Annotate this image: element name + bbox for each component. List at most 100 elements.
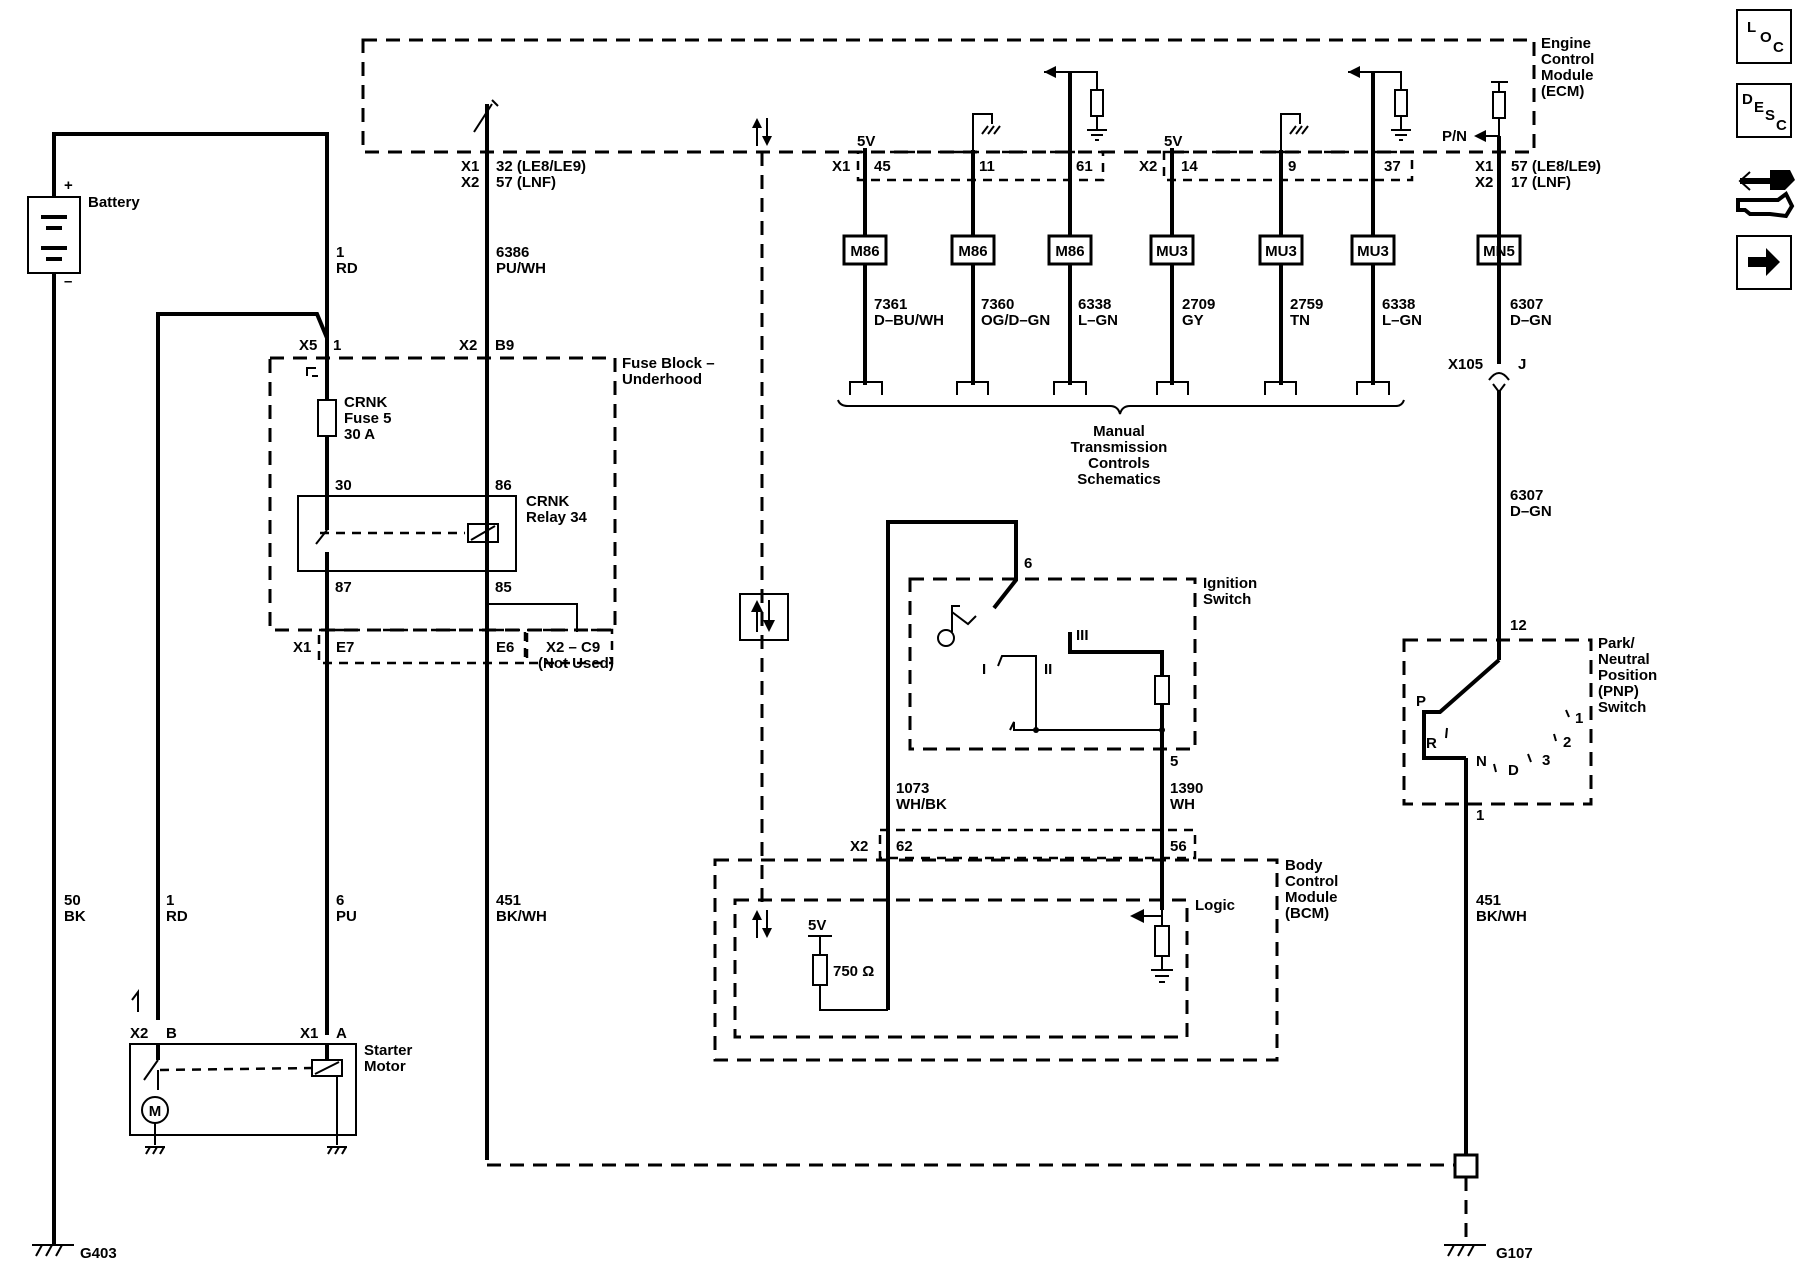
connector-mu3-c: MU3 xyxy=(1357,243,1389,260)
connector-mu3-b: MU3 xyxy=(1265,243,1297,260)
fb-x2-c9: X2 – C9 xyxy=(546,639,600,656)
ignition-pos-3: III xyxy=(1076,627,1089,644)
ecm-x2-label-c: X2 xyxy=(1475,174,1493,191)
ignition-pos-2: II xyxy=(1044,661,1052,678)
ignition-label-1: Ignition xyxy=(1203,575,1257,592)
battery-plus: + xyxy=(64,177,73,194)
bcm-label-3: Module xyxy=(1285,889,1338,906)
loc-letter-o: O xyxy=(1760,29,1772,46)
wire-6307b-color: D–GN xyxy=(1510,503,1552,520)
ecm-x1-label-a: X1 xyxy=(461,158,479,175)
starter-x1-label: X1 xyxy=(300,1025,318,1042)
wire-7361-number: 7361 xyxy=(874,296,907,313)
wire-6386-color: PU/WH xyxy=(496,260,546,277)
pnp-gear-2: 2 xyxy=(1563,734,1571,751)
wire-1390-number: 1390 xyxy=(1170,780,1203,797)
wire-1rd-top-number: 1 xyxy=(336,244,344,261)
starter-pin-a: A xyxy=(336,1025,347,1042)
wire-1073-number: 1073 xyxy=(896,780,929,797)
ecm-x1-label-b: X1 xyxy=(832,158,850,175)
bcm-5v: 5V xyxy=(808,917,826,934)
relay-pin-87: 87 xyxy=(335,579,352,596)
fuse-block-underhood: Fuse Block – Underhood X5 1 X2 B9 CRNK F… xyxy=(156,104,1455,1167)
data-direction-icon xyxy=(752,118,772,146)
fuse-label-2: Fuse 5 xyxy=(344,410,392,427)
ecm-pin-45: 45 xyxy=(874,158,891,175)
loc-letter-l: L xyxy=(1747,19,1756,36)
pnp-pos-n: N xyxy=(1476,753,1487,770)
connector-tool-icon[interactable] xyxy=(1736,170,1795,219)
bcm-pin-56: 56 xyxy=(1170,838,1187,855)
ecm-pn-label: P/N xyxy=(1442,128,1467,145)
bcm-label-1: Body xyxy=(1285,857,1323,874)
ecm-pin-11: 11 xyxy=(979,158,995,175)
pnp-gear-1: 1 xyxy=(1575,710,1583,727)
bcm-label-4: (BCM) xyxy=(1285,905,1329,922)
wire-6pu-color: PU xyxy=(336,908,357,925)
fb-x2-label: X2 xyxy=(459,337,477,354)
bcm-resistor-label: 750 Ω xyxy=(833,963,874,980)
battery-circuit: + – Battery 50 BK G403 1 RD xyxy=(27,132,358,1262)
pnp-label-3: Position xyxy=(1598,667,1657,684)
fb-x5-label: X5 xyxy=(299,337,317,354)
starter-x2-label: X2 xyxy=(130,1025,148,1042)
next-arrow-icon[interactable] xyxy=(1736,235,1792,290)
ecm-output-wires: Manual Transmission Controls Schematics xyxy=(837,72,1405,488)
fuse-label-1: CRNK xyxy=(344,394,387,411)
wire-1rd-mid-color: RD xyxy=(166,908,188,925)
starter-motor: Starter Motor X2 B X1 A M xyxy=(129,989,413,1155)
pnp-label-1: Park/ xyxy=(1598,635,1636,652)
ecm-x2-label-a: X2 xyxy=(461,174,479,191)
ecm-x1-label-c: X1 xyxy=(1475,158,1493,175)
ecm-pin-57: 57 (LE8/LE9) xyxy=(1511,158,1601,175)
pnp-pin-12: 12 xyxy=(1510,617,1527,634)
ecm-5v-b: 5V xyxy=(1164,133,1182,150)
wire-451a-number: 451 xyxy=(496,892,521,909)
ignition-pin-5: 5 xyxy=(1170,753,1178,770)
ecm-wire-labels: 7361 D–BU/WH 7360 OG/D–GN 6338 L–GN 2709… xyxy=(874,296,1422,329)
manual-trans-label-2: Transmission xyxy=(1071,439,1168,456)
wire-7361-color: D–BU/WH xyxy=(874,312,944,329)
fuse-block-label-1: Fuse Block – xyxy=(622,355,715,372)
ecm-pin-14: 14 xyxy=(1181,158,1198,175)
wire-2759-number: 2759 xyxy=(1290,296,1323,313)
x105-pin-j: J xyxy=(1518,356,1526,373)
pnp-pin-1: 1 xyxy=(1476,807,1484,824)
ecm-5v-a: 5V xyxy=(857,133,875,150)
serial-data-line xyxy=(739,152,789,908)
wire-6307b-number: 6307 xyxy=(1510,487,1543,504)
starter-pin-b: B xyxy=(166,1025,177,1042)
pnp-pos-d: D xyxy=(1508,762,1519,779)
connector-m86-b: M86 xyxy=(958,243,987,260)
nav-desc-button[interactable]: D E S C xyxy=(1736,83,1792,138)
ecm-pin-57-lnf: 57 (LNF) xyxy=(496,174,556,191)
manual-trans-label-1: Manual xyxy=(1093,423,1145,440)
manual-trans-label-3: Controls xyxy=(1088,455,1150,472)
relay-pin-85: 85 xyxy=(495,579,512,596)
relay-pin-30: 30 xyxy=(335,477,352,494)
pnp-gear-3: 3 xyxy=(1542,752,1550,769)
ground-g107-label: G107 xyxy=(1496,1245,1533,1262)
manual-trans-label-4: Schematics xyxy=(1077,471,1160,488)
wire-2709-color: GY xyxy=(1182,312,1204,329)
fb-x1-label: X1 xyxy=(293,639,311,656)
wire-6338b-color: L–GN xyxy=(1382,312,1422,329)
wire-451b-number: 451 xyxy=(1476,892,1501,909)
wire-6338b-number: 6338 xyxy=(1382,296,1415,313)
wire-50-number: 50 xyxy=(64,892,81,909)
starter-label-2: Motor xyxy=(364,1058,406,1075)
nav-loc-button[interactable]: L O C xyxy=(1736,9,1792,64)
ignition-switch: Ignition Switch 6 I II III 5 1073 WH/BK … xyxy=(886,520,1257,1010)
wire-6386-number: 6386 xyxy=(496,244,529,261)
pnp-label-4: (PNP) xyxy=(1598,683,1639,700)
starter-label-1: Starter xyxy=(364,1042,413,1059)
fb-pin-e7: E7 xyxy=(336,639,354,656)
wire-50-color: BK xyxy=(64,908,86,925)
ecm-label-4: (ECM) xyxy=(1541,83,1584,100)
bcm-pin-62: 62 xyxy=(896,838,913,855)
fb-pin-e6: E6 xyxy=(496,639,514,656)
wire-1390-color: WH xyxy=(1170,796,1195,813)
wire-7360-number: 7360 xyxy=(981,296,1014,313)
fb-x5-pin: 1 xyxy=(333,337,341,354)
